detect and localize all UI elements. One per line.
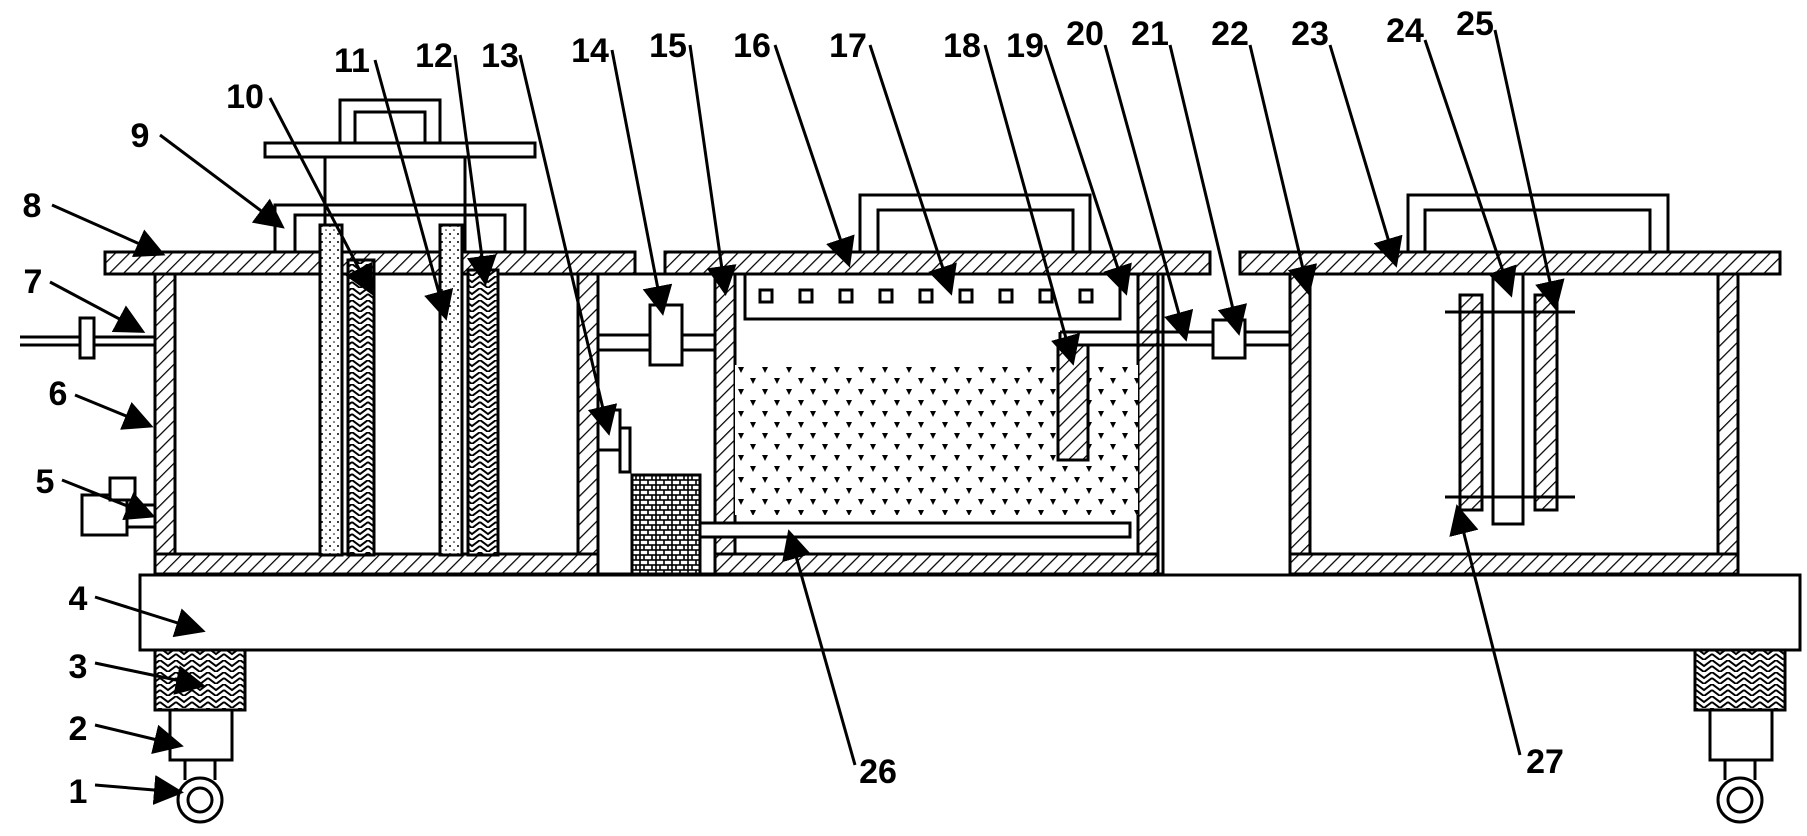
label-15: 15 xyxy=(649,27,687,65)
label-17: 17 xyxy=(829,27,867,65)
label-7: 7 xyxy=(24,263,43,301)
label-10: 10 xyxy=(226,78,264,116)
label-11: 11 xyxy=(334,42,370,80)
label-5: 5 xyxy=(36,463,55,501)
leader-lines xyxy=(49,29,1565,805)
sensor-probe xyxy=(1056,343,1090,462)
label-24: 24 xyxy=(1386,12,1424,50)
right-spring xyxy=(1693,648,1787,712)
base-frame xyxy=(138,573,1802,824)
paddle-left xyxy=(1458,293,1484,512)
label-26: 26 xyxy=(859,753,897,791)
label-13: 13 xyxy=(481,37,519,75)
valve-21 xyxy=(1211,318,1247,360)
label-25: 25 xyxy=(1456,5,1494,43)
paddle-right xyxy=(1533,293,1559,512)
brick-block xyxy=(630,473,702,576)
left-tank xyxy=(20,98,637,576)
label-16: 16 xyxy=(733,27,771,65)
right-leg xyxy=(1708,708,1774,762)
right-lid xyxy=(1238,250,1782,276)
filter-layer-b xyxy=(346,258,376,557)
label-20: 20 xyxy=(1066,15,1104,53)
label-6: 6 xyxy=(49,375,68,413)
left-spring xyxy=(153,648,247,712)
label-4: 4 xyxy=(69,580,88,618)
label-8: 8 xyxy=(23,187,42,225)
filter-layer-c xyxy=(438,223,464,557)
right-tank xyxy=(1238,193,1782,576)
label-3: 3 xyxy=(69,648,88,686)
label-23: 23 xyxy=(1291,15,1329,53)
label-12: 12 xyxy=(415,37,453,75)
aerator-pipe xyxy=(696,521,1132,539)
base-platform xyxy=(138,573,1802,652)
label-27: 27 xyxy=(1526,743,1564,781)
left-leg xyxy=(168,708,234,762)
label-21: 21 xyxy=(1131,15,1169,53)
label-2: 2 xyxy=(69,710,88,748)
label-1: 1 xyxy=(69,773,88,811)
middle-tank xyxy=(596,193,1300,576)
label-19: 19 xyxy=(1006,27,1044,65)
label-22: 22 xyxy=(1211,15,1249,53)
label-9: 9 xyxy=(131,117,150,155)
label-14: 14 xyxy=(571,32,609,70)
filter-layer-d xyxy=(466,268,500,557)
filter-layer-a xyxy=(318,223,344,557)
valve-14 xyxy=(648,303,684,367)
label-18: 18 xyxy=(943,27,981,65)
callout-labels: 1 2 3 4 5 6 7 8 9 10 11 12 13 14 15 16 1… xyxy=(23,5,1564,811)
